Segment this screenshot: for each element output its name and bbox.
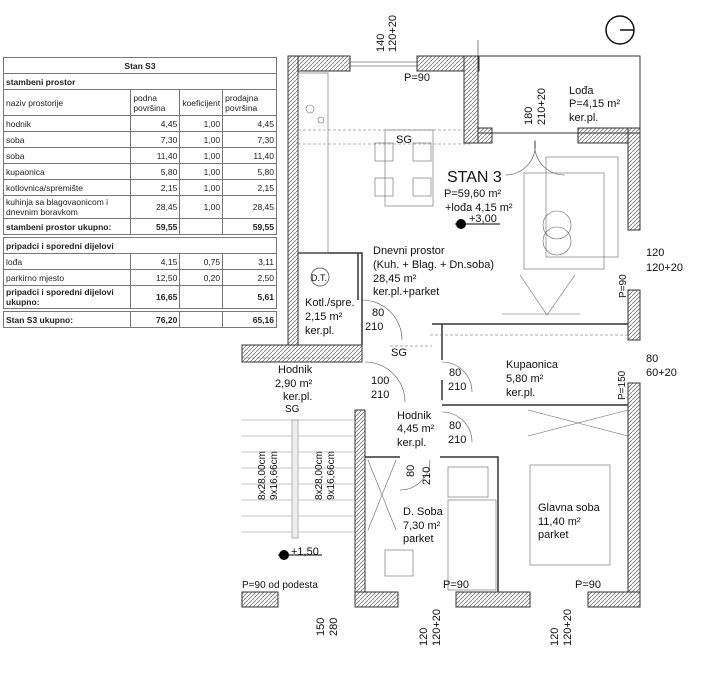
dim-label: 180	[523, 107, 535, 125]
cell: 12,50	[130, 269, 181, 286]
sg-label: SG	[391, 347, 407, 359]
room-area: 2,15 m²	[305, 311, 343, 323]
apt-loggia: +lođa 4,15 m²	[445, 202, 513, 214]
col-header: koeficijent	[179, 89, 224, 116]
dim-label: 210	[448, 381, 466, 393]
dim-label: 9x16,66cm	[326, 451, 337, 500]
cell: 65,16	[222, 311, 277, 328]
furniture	[242, 72, 629, 591]
cell	[179, 285, 224, 309]
dim-label: 8x28,00cm	[257, 451, 268, 500]
room-label: Lođa	[569, 85, 594, 97]
dim-label: 210+20	[536, 88, 548, 125]
dim-label: P=90	[618, 274, 629, 298]
dim-label: 150	[315, 618, 327, 636]
dim-label: 80	[405, 465, 417, 477]
dim-label: 120+20	[387, 15, 399, 52]
dim-label: 120+20	[431, 609, 443, 646]
dim-label: 80	[449, 420, 461, 432]
dim-label: 80	[449, 367, 461, 379]
room-area: 2,90 m²	[275, 378, 313, 390]
dim-label: 120	[549, 628, 561, 646]
dim-label: 210	[448, 434, 466, 446]
cell: 28,45	[222, 195, 277, 219]
dim-label: 210	[371, 389, 389, 401]
total-row: Stan S3 ukupno:76,20 65,16	[2, 311, 277, 328]
sg-label: SG	[285, 404, 300, 415]
dim-label: P=150	[617, 370, 628, 400]
stairs	[242, 419, 355, 539]
room-label: Glavna soba	[538, 502, 601, 514]
col-header: naziv prostorije	[2, 89, 132, 116]
area-table: Stan S3 stambeni prostor naziv prostorij…	[2, 57, 277, 328]
room-label: D. Soba	[403, 506, 444, 518]
room-finish: ker.pl.	[397, 437, 426, 449]
sg-label: SG	[396, 134, 412, 146]
dim-label: P=90 od podesta	[242, 580, 318, 591]
dim-label: P=90	[404, 72, 430, 84]
room-finish: ker.pl.	[283, 391, 312, 403]
room-area: P=4,15 m²	[569, 98, 620, 110]
dim-label: 80	[372, 307, 384, 319]
room-label: Hodnik	[278, 364, 313, 376]
cell: 76,20	[130, 311, 181, 328]
dim-label: 280	[328, 618, 340, 636]
door-swings	[361, 139, 566, 491]
room-label: Kupaonica	[506, 359, 559, 371]
room-finish: ker.pl.	[305, 325, 334, 337]
room-finish: ker.pl.+parket	[373, 286, 439, 298]
dim-label: P=90	[443, 579, 469, 591]
apt-title: STAN 3	[447, 169, 502, 186]
cell: Stan S3 ukupno:	[2, 311, 132, 328]
dim-label: 120	[418, 628, 430, 646]
dim-label: 140	[375, 34, 387, 52]
room-label: (Kuh. + Blag. + Dn.soba)	[373, 259, 494, 271]
dim-label: 80	[646, 353, 658, 365]
dim-label: 100	[371, 375, 389, 387]
dim-label: 210	[421, 467, 433, 485]
dim-label: 210	[365, 321, 383, 333]
dim-label: 9x16,66cm	[269, 451, 280, 500]
col-header: podna površina	[130, 89, 181, 116]
dt-label: D.T.	[311, 273, 327, 283]
room-area: 7,30 m²	[403, 520, 441, 532]
room-finish: ker.pl.	[569, 112, 598, 124]
room-area: 4,45 m²	[397, 423, 435, 435]
room-label: Kotl./spre.	[305, 297, 355, 309]
level-stair: +1,50	[291, 546, 319, 558]
apt-area: P=59,60 m²	[444, 188, 502, 200]
partitions	[298, 40, 641, 592]
room-label: Hodnik	[397, 410, 432, 422]
dim-label: 120+20	[562, 609, 574, 646]
room-area: 5,80 m²	[506, 373, 544, 385]
dim-label: 60+20	[646, 367, 677, 379]
room-label: Dnevni prostor	[373, 245, 445, 257]
dim-label: P=90	[575, 579, 601, 591]
room-area: 28,45 m²	[373, 273, 417, 285]
north-arrow-icon	[605, 15, 635, 45]
dim-label: 120	[646, 247, 664, 259]
cell: 28,45	[130, 195, 181, 219]
level-marker-icon	[278, 219, 500, 560]
room-finish: parket	[538, 529, 569, 541]
dim-label: 8x28,00cm	[314, 451, 325, 500]
room-finish: ker.pl.	[506, 387, 535, 399]
dimensions: P=90 140 120+20 180 210+20 120 120+20 P=…	[242, 15, 683, 646]
room-finish: parket	[403, 533, 434, 545]
room-area: 11,40 m²	[538, 516, 581, 528]
dim-label: 120+20	[646, 262, 683, 274]
level-top: +3,00	[469, 213, 497, 225]
